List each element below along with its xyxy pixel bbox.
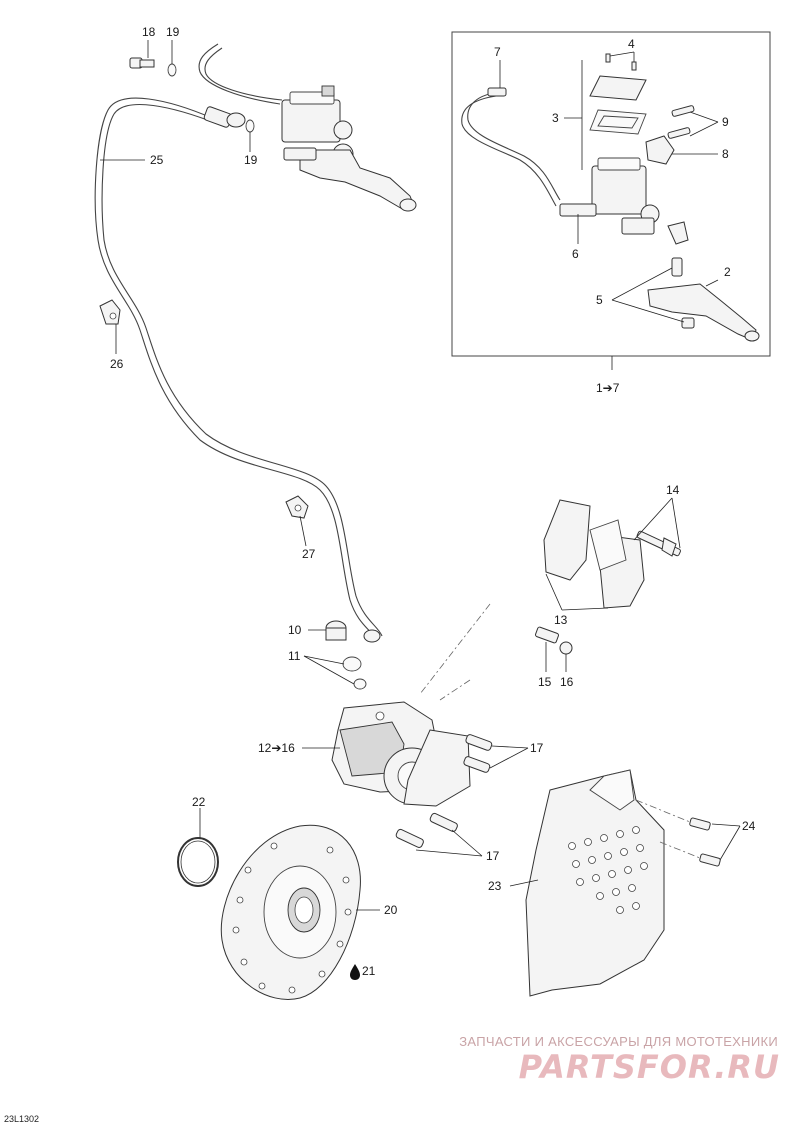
banjo-bolt-10 — [325, 620, 347, 641]
callout-18: 18 — [142, 25, 156, 39]
callout-1-to-7: 1➔7 — [596, 381, 620, 395]
callout-9: 9 — [722, 115, 729, 129]
switch-wire-7 — [461, 87, 561, 207]
hose-clamp-27 — [285, 495, 309, 519]
hose-banjo-fitting-top — [203, 106, 246, 128]
callout-10: 10 — [288, 623, 302, 637]
pad-pins-14 — [636, 530, 681, 557]
bleeder-screw-15 — [535, 626, 559, 644]
callout-12-to-16: 12➔16 — [258, 741, 295, 755]
diaphragm-3 — [589, 109, 647, 135]
o-ring-22 — [177, 837, 219, 887]
callout-19-top: 19 — [166, 25, 180, 39]
hose-clamp-26 — [99, 299, 121, 325]
callout-22: 22 — [192, 795, 206, 809]
lever-2 — [647, 283, 760, 342]
clamp-8 — [645, 135, 675, 165]
callout-15: 15 — [538, 675, 552, 689]
master-cylinder-body — [559, 157, 660, 235]
guard-vent-holes — [568, 826, 648, 914]
washers-11 — [342, 629, 381, 690]
callout-26: 26 — [110, 357, 124, 371]
watermark-tagline: ЗАПЧАСТИ И АКСЕССУАРЫ ДЛЯ МОТОТЕХНИКИ — [459, 1034, 778, 1049]
watermark-brand-logo: PARTSFOR.RU — [518, 1048, 780, 1086]
callout-7: 7 — [494, 45, 501, 59]
callout-13: 13 — [554, 613, 568, 627]
brake-hose-25 — [94, 97, 383, 641]
figure-code: 23L1302 — [4, 1114, 40, 1124]
callout-3: 3 — [552, 111, 559, 125]
callout-24: 24 — [742, 819, 756, 833]
leader-lines — [100, 40, 741, 911]
callout-16: 16 — [560, 675, 574, 689]
callout-6: 6 — [572, 247, 579, 261]
callout-17-lower: 17 — [486, 849, 500, 863]
washer-19-top — [167, 63, 177, 77]
callout-4: 4 — [628, 37, 635, 51]
banjo-bolt-18 — [129, 57, 155, 69]
guard-screws-24 — [635, 799, 721, 867]
reservoir-cover-4 — [589, 53, 647, 101]
callout-17-upper: 17 — [530, 741, 544, 755]
washer-19-bottom — [245, 119, 255, 133]
callout-23: 23 — [488, 879, 502, 893]
callout-19-bottom: 19 — [244, 153, 258, 167]
callout-labels: 18 19 19 25 26 27 7 4 3 9 8 6 2 5 1➔7 14… — [110, 25, 756, 978]
callout-25: 25 — [150, 153, 164, 167]
brake-disc-20 — [220, 824, 361, 1000]
callout-11: 11 — [288, 649, 301, 663]
callout-8: 8 — [722, 147, 729, 161]
callout-2: 2 — [724, 265, 731, 279]
master-cylinder-assembly — [281, 85, 417, 212]
screws-9 — [667, 105, 695, 139]
oil-drop-icon — [350, 964, 360, 980]
boot-and-pin-5 — [667, 221, 695, 329]
disc-guard-23 — [525, 769, 665, 997]
brake-caliper-12 — [331, 701, 471, 807]
callout-20: 20 — [384, 903, 398, 917]
callout-21: 21 — [362, 964, 376, 978]
callout-5: 5 — [596, 293, 603, 307]
brake-pads-13 — [543, 499, 645, 609]
callout-27: 27 — [302, 547, 316, 561]
caliper-bolts-17-lower — [395, 812, 458, 848]
callout-14: 14 — [666, 483, 680, 497]
caliper-bolts-17-upper — [463, 734, 493, 773]
bleeder-cap-16 — [559, 641, 573, 655]
master-cylinder-detail-frame — [451, 31, 771, 357]
